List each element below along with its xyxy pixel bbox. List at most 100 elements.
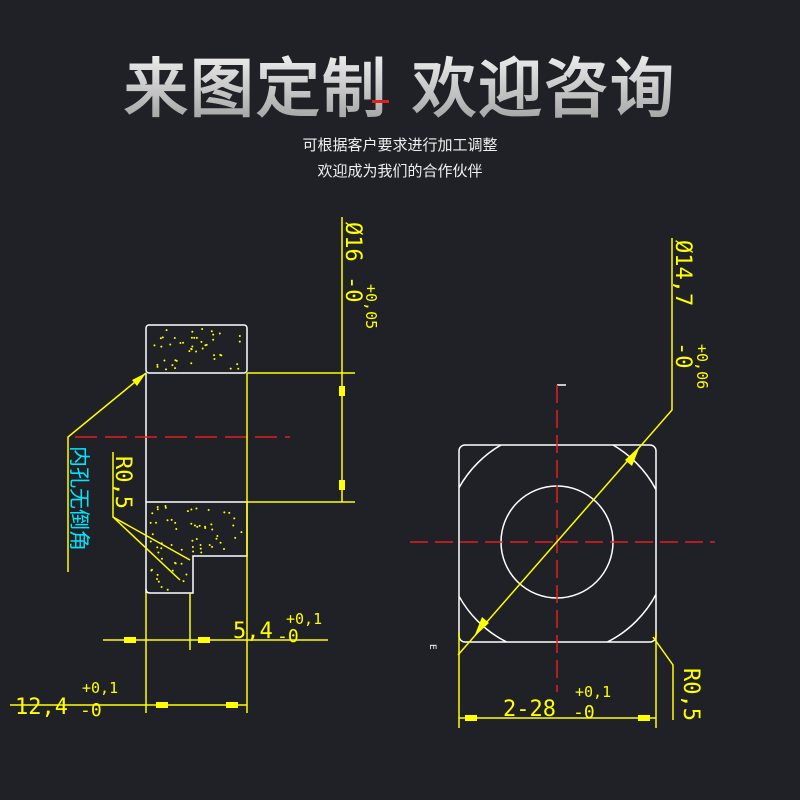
hatch-dot — [196, 525, 199, 528]
hatch-dot — [234, 536, 237, 539]
hatch-dot — [240, 531, 243, 534]
hatch-dot — [185, 573, 188, 576]
hatch-dot — [205, 343, 208, 346]
hatch-dot — [149, 521, 152, 524]
total-width-lower-tol: -0 — [80, 700, 102, 721]
hatch-dot — [204, 527, 207, 530]
hatch-dot — [164, 506, 167, 509]
hatch-dot — [193, 524, 196, 527]
hatch-dot — [156, 363, 159, 366]
dimension-arrows — [124, 373, 345, 708]
hatch-dot — [211, 528, 214, 531]
hatch-dot — [156, 508, 159, 511]
hatch-dot — [237, 367, 240, 370]
hatch-dot — [170, 544, 173, 547]
hatch-dot — [212, 333, 215, 336]
page-title: 来图定制 欢迎咨询 — [0, 38, 800, 130]
diameter-upper-tol: +0,06 — [693, 344, 711, 389]
hatch-dot — [151, 512, 154, 515]
hatch-dot — [199, 544, 202, 547]
hatch-dot — [219, 541, 222, 544]
hatch-dot — [215, 537, 218, 540]
hatch-dot — [161, 336, 164, 339]
hatch-dot — [166, 588, 169, 591]
hatch-dot — [153, 344, 156, 347]
dimension-lines — [10, 217, 355, 713]
hatch-dot — [164, 505, 167, 508]
left-radius-label: R0,5 — [110, 456, 135, 509]
hatch-dot — [150, 569, 153, 572]
hatch-dot — [210, 523, 213, 526]
hatch-dot — [195, 336, 198, 339]
centerlines — [410, 385, 715, 692]
hatch-dot — [236, 363, 239, 366]
hatch-dot — [174, 367, 177, 370]
hatch-dot — [175, 527, 178, 530]
total-width-upper-tol: +0,1 — [82, 679, 118, 697]
hatch-dot — [160, 345, 163, 348]
hatch-dot — [213, 354, 216, 357]
side-value: 2-28 — [503, 697, 556, 722]
subtitle-line-2: 欢迎成为我们的合作伙伴 — [317, 162, 483, 180]
right-front-drawing: E Ø14,7 -0 +0,06 R0,5 2-28 -0 +0,1 — [410, 238, 715, 728]
hatch-dot — [156, 546, 159, 549]
title-accent-bar — [372, 100, 389, 103]
hatch-dot — [216, 535, 219, 538]
hatch-dot — [166, 519, 169, 522]
hatch-dot — [170, 518, 173, 521]
hatch-dot — [238, 340, 241, 343]
hatch-dot — [160, 547, 163, 550]
hatch-dot — [190, 336, 193, 339]
od-value: Ø16 — [340, 222, 365, 262]
hatch-dot — [191, 345, 194, 348]
hatch-dot — [173, 336, 176, 339]
hatch-dot — [156, 365, 159, 368]
subtitle-line-1: 可根据客户要求进行加工调整 — [302, 136, 498, 154]
hatch-dot — [186, 510, 189, 513]
hatch-dot — [195, 507, 198, 510]
left-section-drawing: Ø16 -0 +0,05 内孔无倒角 R0,5 5,4 -0 +0,1 12,4… — [10, 217, 380, 721]
total-width-value: 12,4 — [15, 695, 68, 720]
hatch-dot — [155, 578, 158, 581]
hatch-dot — [157, 580, 160, 583]
hatch-dot — [191, 330, 194, 333]
hatch-dot — [171, 569, 174, 572]
hatch-dot — [157, 551, 160, 554]
side-dimension: 2-28 -0 +0,1 — [503, 683, 611, 723]
hatch-dot — [180, 562, 183, 565]
hatch-dot — [223, 547, 226, 550]
step-width-dimension: 5,4 -0 +0,1 — [233, 610, 322, 647]
hatch-dot — [190, 508, 193, 511]
diameter-value: Ø14,7 — [670, 240, 695, 306]
hatch-dot — [165, 368, 168, 371]
hatch-dot — [238, 334, 241, 337]
hatch-dot — [219, 353, 222, 356]
hatch-dot — [156, 573, 159, 576]
hatch-dot — [229, 367, 232, 370]
diameter-lower-tol: -0 — [670, 342, 695, 369]
hatch-dot — [200, 340, 203, 343]
section-mark: E — [427, 644, 437, 650]
hatch-dot — [190, 347, 193, 350]
step-width-value: 5,4 — [233, 619, 273, 644]
hatch-dot — [218, 332, 221, 335]
hatch-dot — [232, 524, 235, 527]
hatch-dot — [159, 337, 162, 340]
diameter-dimension: Ø14,7 -0 +0,06 — [670, 240, 711, 389]
dimension-arrows — [465, 446, 650, 721]
total-width-dimension: 12,4 -0 +0,1 — [15, 679, 118, 721]
side-lower-tol: -0 — [573, 702, 595, 723]
hatch-dot — [163, 359, 166, 362]
side-upper-tol: +0,1 — [575, 683, 611, 701]
hatch-dot — [198, 524, 201, 527]
hatch-dot — [151, 533, 154, 536]
hatch-dot — [180, 548, 183, 551]
hatch-dot — [200, 551, 203, 554]
hatch-dot — [165, 329, 168, 332]
hatch-dot — [149, 540, 152, 543]
step-width-upper-tol: +0,1 — [286, 610, 322, 628]
hatch-dot — [195, 538, 198, 541]
no-chamfer-note: 内孔无倒角 — [67, 446, 91, 551]
od-upper-tol: +0,05 — [362, 284, 380, 329]
